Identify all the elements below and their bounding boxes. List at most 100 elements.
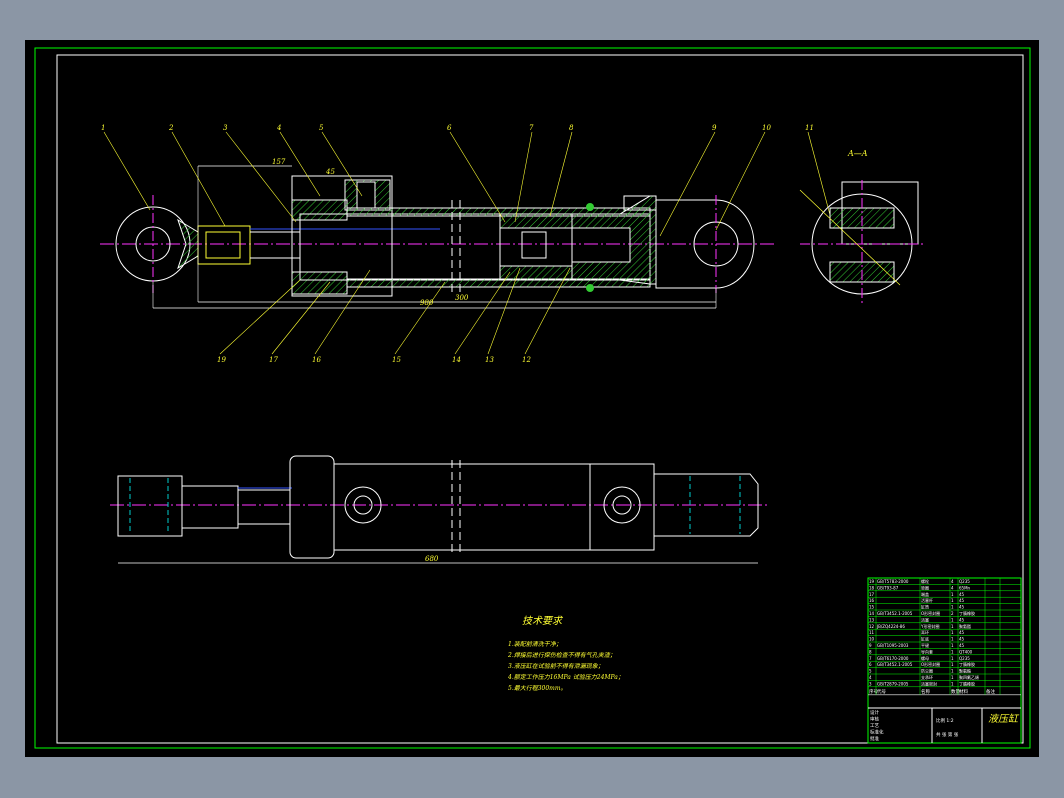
bom-cell: Q235 bbox=[959, 579, 970, 584]
bom-cell: 4 bbox=[869, 675, 872, 680]
bom-cell: O形密封圈 bbox=[921, 610, 940, 616]
external-view[interactable]: 680 bbox=[110, 455, 770, 564]
piston-hatch-top bbox=[499, 213, 573, 229]
bom-header: 材料 bbox=[959, 688, 968, 695]
bom-cell: 6 bbox=[869, 662, 872, 667]
tech-title: 技术要求 bbox=[522, 615, 564, 627]
inner-frame bbox=[56, 54, 1024, 744]
bom-cell: GB/T6170-2000 bbox=[877, 656, 909, 661]
callout-label: 1 bbox=[101, 124, 105, 132]
footer-cell: 工艺 bbox=[870, 723, 879, 729]
bom-cell: 16 bbox=[869, 598, 875, 603]
dim-stroke: 300 bbox=[455, 294, 469, 302]
callout-leader bbox=[271, 281, 331, 355]
bom-cell: 7 bbox=[869, 656, 872, 661]
bom-cell: 8 bbox=[869, 649, 872, 654]
bom-cell: 聚氨酯 bbox=[959, 623, 971, 629]
callout-leader bbox=[487, 267, 521, 355]
bom-cell: 活塞 bbox=[921, 616, 929, 622]
callout-leader bbox=[659, 131, 716, 237]
footer-cell: 批准 bbox=[870, 735, 879, 742]
callout-leader bbox=[715, 131, 766, 231]
bom-cell: 导向套 bbox=[921, 648, 933, 654]
bom-cell: 4 bbox=[951, 579, 954, 584]
bom-cell: 丁腈橡胶 bbox=[959, 661, 975, 667]
bom-cell: Y形密封圈 bbox=[920, 623, 939, 629]
callout-label: 9 bbox=[712, 124, 717, 132]
bom-cell: 1 bbox=[951, 656, 954, 661]
gland-port-hole bbox=[356, 181, 376, 209]
bom-header: 代号 bbox=[877, 688, 886, 695]
callout-leader bbox=[524, 267, 571, 355]
callout-leader bbox=[279, 131, 321, 197]
bom-cell: 缸筒 bbox=[921, 604, 929, 610]
tech-note: 4.额定工作压力16MPa 试验压力24MPa； bbox=[507, 673, 624, 681]
outer-border bbox=[34, 47, 1031, 749]
callout-leader bbox=[103, 131, 151, 211]
bom-cell: 1 bbox=[951, 630, 954, 635]
bottom-port-1-outer bbox=[344, 486, 382, 524]
bom-cell: 1 bbox=[951, 649, 954, 654]
bom-cell: 螺栓 bbox=[921, 578, 929, 584]
bom-cell: Q235 bbox=[959, 656, 970, 661]
bom-cell: 11 bbox=[869, 630, 875, 635]
callout-leader bbox=[171, 131, 226, 227]
bom-cell: 活塞杆 bbox=[921, 597, 933, 603]
seal-dot-bot bbox=[586, 284, 594, 292]
tech-note: 3.液压缸在试验前不得有泄漏现象； bbox=[508, 662, 604, 670]
callout-label: 7 bbox=[529, 124, 534, 132]
bom-cell: 1 bbox=[951, 605, 954, 610]
callout-label: 2 bbox=[168, 124, 174, 132]
bom-cell: 1 bbox=[951, 637, 954, 642]
bom-cell: 45 bbox=[959, 598, 965, 603]
bom-cell: 45 bbox=[959, 605, 965, 610]
bom-cell: 螺母 bbox=[921, 655, 929, 661]
technical-requirements: 技术要求 1.装配前清洗干净；2.焊接后进行探伤检查不得有气孔夹渣；3.液压缸在… bbox=[507, 615, 624, 692]
callout-leader bbox=[449, 131, 506, 223]
bom-cell: 1 bbox=[951, 669, 954, 674]
callout-leader bbox=[454, 271, 511, 355]
bom-cell: 19 bbox=[869, 579, 875, 584]
bom-cell: GB/T5783-2000 bbox=[877, 579, 909, 584]
bottom-clevis bbox=[653, 473, 759, 537]
bom-cell: JB/ZQ4224-86 bbox=[876, 624, 905, 629]
seal-dot-top bbox=[586, 203, 594, 211]
callout-label: 16 bbox=[312, 356, 321, 364]
bom-cell: 活塞密封 bbox=[921, 680, 937, 686]
bom-cell: GB/T3452.1-2005 bbox=[877, 662, 913, 667]
callout-label: 19 bbox=[217, 356, 226, 364]
footer-cell: 设计 bbox=[870, 709, 879, 716]
bom-cell: 1 bbox=[951, 598, 954, 603]
cap-top-boss bbox=[623, 195, 657, 211]
callout-label: 14 bbox=[452, 356, 461, 364]
footer-cell: 审核 bbox=[870, 716, 879, 723]
footer-cell: 标准化 bbox=[870, 729, 884, 736]
callout-leader bbox=[807, 131, 831, 216]
bom-cell: GB/T2879-2005 bbox=[877, 681, 909, 686]
bom-cell: QT400 bbox=[959, 649, 973, 654]
bom-cell: 10 bbox=[869, 637, 875, 642]
footer-cell: 共 张 第 张 bbox=[936, 731, 959, 738]
callout-label: 11 bbox=[805, 124, 814, 132]
callout-label: 5 bbox=[319, 124, 324, 132]
bom-cell: 1 bbox=[951, 675, 954, 680]
bom-cell: 1 bbox=[951, 592, 954, 597]
section-aa-view[interactable]: A—A bbox=[799, 149, 925, 304]
bom-cell: 耳环 bbox=[921, 630, 929, 635]
bom-header: 名称 bbox=[921, 688, 930, 695]
callout-label: 4 bbox=[276, 124, 281, 132]
bom-header: 序号 bbox=[869, 688, 878, 695]
bottom-port-2-inner bbox=[612, 495, 632, 515]
bom-cell: 13 bbox=[869, 617, 875, 622]
section-aa-label: A—A bbox=[847, 149, 868, 158]
bom-cell: 缸底 bbox=[921, 636, 929, 642]
tech-note: 5.最大行程300mm。 bbox=[508, 684, 567, 692]
bom-cell: 17 bbox=[869, 592, 875, 597]
callout-leader bbox=[549, 131, 573, 217]
